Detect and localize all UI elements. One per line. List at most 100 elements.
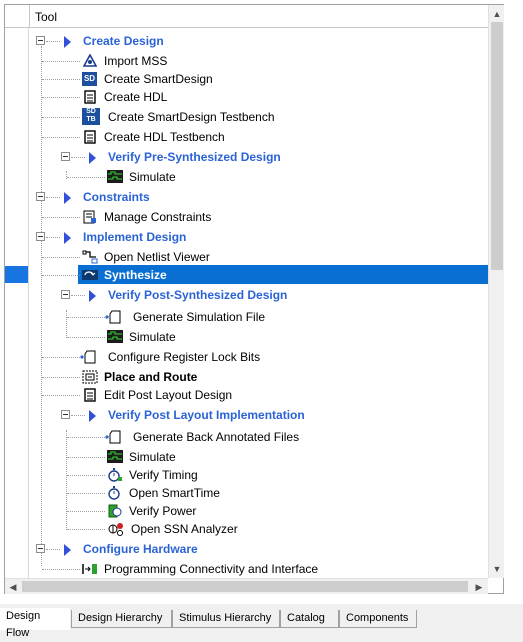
selected-row-marker bbox=[5, 266, 28, 283]
tab-components[interactable]: Components bbox=[339, 610, 417, 628]
tree-connector bbox=[67, 529, 105, 530]
column-header-tool[interactable]: Tool bbox=[35, 10, 58, 24]
vertical-scroll-thumb[interactable] bbox=[491, 22, 503, 270]
collapse-toggle-icon[interactable] bbox=[36, 192, 45, 201]
scroll-down-icon[interactable]: ▼ bbox=[492, 564, 502, 574]
node-label: Implement Design bbox=[83, 230, 187, 244]
node-label: Verify Power bbox=[129, 504, 197, 518]
node-label: Create SmartDesign bbox=[104, 72, 213, 86]
tab-design-flow[interactable]: Design Flow bbox=[0, 608, 70, 639]
expand-arrow-icon bbox=[89, 290, 96, 302]
document-icon bbox=[82, 130, 98, 144]
tree-connector bbox=[67, 437, 105, 438]
synthesize-icon bbox=[82, 268, 98, 282]
collapse-toggle-icon[interactable] bbox=[36, 36, 45, 45]
tree-connector bbox=[42, 275, 80, 276]
expand-arrow-icon bbox=[89, 152, 96, 164]
design-flow-tree[interactable]: Create Design Import MSS SD Create Smart… bbox=[30, 28, 488, 578]
new-file-icon bbox=[80, 350, 96, 364]
import-mss-icon bbox=[82, 53, 98, 68]
tree-connector bbox=[42, 117, 80, 118]
waveform-icon bbox=[107, 330, 123, 344]
tree-connector bbox=[67, 493, 105, 494]
node-label: Verify Timing bbox=[129, 468, 198, 482]
collapse-toggle-icon[interactable] bbox=[61, 290, 70, 299]
tree-connector bbox=[71, 295, 85, 296]
collapse-toggle-icon[interactable] bbox=[36, 232, 45, 241]
collapse-toggle-icon[interactable] bbox=[36, 544, 45, 553]
node-label: Create SmartDesign Testbench bbox=[108, 110, 275, 124]
node-label: Verify Post-Synthesized Design bbox=[108, 288, 288, 302]
new-file-icon bbox=[105, 430, 121, 444]
stopwatch-icon bbox=[107, 486, 123, 500]
expand-arrow-icon bbox=[64, 192, 71, 204]
node-label: Simulate bbox=[129, 450, 176, 464]
node-label: Generate Back Annotated Files bbox=[133, 430, 300, 444]
programming-connectivity-icon bbox=[82, 562, 98, 576]
node-label: Simulate bbox=[129, 170, 176, 184]
document-icon bbox=[82, 90, 98, 104]
netlist-viewer-icon bbox=[82, 250, 98, 264]
horizontal-scroll-thumb[interactable] bbox=[22, 581, 468, 592]
bottom-tab-bar: Design Flow Design Hierarchy Stimulus Hi… bbox=[0, 604, 523, 639]
node-label: Programming Connectivity and Interface bbox=[104, 562, 319, 576]
horizontal-scrollbar[interactable]: ◀ ▶ bbox=[5, 578, 488, 594]
waveform-icon bbox=[107, 450, 123, 464]
tree-connector bbox=[71, 157, 85, 158]
tree-connector bbox=[42, 257, 80, 258]
tree-connector bbox=[42, 569, 80, 570]
node-label: Open SSN Analyzer bbox=[131, 522, 238, 536]
tree-connector bbox=[42, 79, 80, 80]
tree-connector bbox=[42, 97, 80, 98]
tree-connector bbox=[46, 197, 60, 198]
node-label: Create HDL bbox=[104, 90, 168, 104]
node-label: Constraints bbox=[83, 190, 150, 204]
tree-connector bbox=[42, 217, 80, 218]
tree-connector bbox=[67, 457, 105, 458]
tree-connector bbox=[42, 357, 80, 358]
tab-catalog[interactable]: Catalog bbox=[280, 610, 339, 628]
node-label: Generate Simulation File bbox=[133, 310, 266, 324]
node-label: Place and Route bbox=[104, 370, 198, 384]
node-label: Synthesize bbox=[104, 268, 167, 282]
tree-connector bbox=[42, 61, 80, 62]
design-flow-tree-lower[interactable]: Synthesize Verify Post-Synthesized Desig… bbox=[30, 28, 488, 578]
expand-arrow-icon bbox=[64, 232, 71, 244]
tree-guide-line bbox=[66, 430, 67, 530]
ssn-analyzer-icon bbox=[107, 522, 123, 536]
node-label: Manage Constraints bbox=[104, 210, 212, 224]
expand-arrow-icon bbox=[89, 410, 96, 422]
tree-connector bbox=[42, 395, 80, 396]
node-label: Import MSS bbox=[104, 54, 168, 68]
collapse-toggle-icon[interactable] bbox=[61, 152, 70, 161]
tree-header: Tool bbox=[5, 5, 488, 28]
node-label: Simulate bbox=[129, 330, 176, 344]
node-label: Create HDL Testbench bbox=[104, 130, 225, 144]
node-label: Create Design bbox=[83, 34, 164, 48]
node-label: Configure Hardware bbox=[83, 542, 198, 556]
waveform-icon bbox=[107, 170, 123, 184]
tab-design-hierarchy[interactable]: Design Hierarchy bbox=[71, 610, 172, 628]
node-label: Edit Post Layout Design bbox=[104, 388, 233, 402]
sd-tb-icon-text: SD bbox=[86, 108, 96, 115]
constraints-icon bbox=[82, 210, 98, 224]
stopwatch-icon bbox=[107, 468, 123, 482]
tab-stimulus-hierarchy[interactable]: Stimulus Hierarchy bbox=[172, 610, 280, 628]
collapse-toggle-icon[interactable] bbox=[61, 410, 70, 419]
tree-guide-line bbox=[66, 310, 67, 338]
scroll-up-icon[interactable]: ▲ bbox=[492, 9, 502, 19]
scroll-left-icon[interactable]: ◀ bbox=[9, 582, 17, 592]
tree-connector bbox=[46, 549, 60, 550]
tree-connector bbox=[42, 137, 80, 138]
place-and-route-icon bbox=[82, 370, 98, 384]
node-label: Verify Post Layout Implementation bbox=[108, 408, 305, 422]
document-icon bbox=[82, 388, 98, 402]
node-label: Open Netlist Viewer bbox=[104, 250, 210, 264]
vertical-scrollbar[interactable]: ▲ ▼ bbox=[488, 5, 504, 578]
row-gutter bbox=[5, 28, 29, 578]
expand-arrow-icon bbox=[64, 544, 71, 556]
tree-connector bbox=[67, 475, 105, 476]
scroll-right-icon[interactable]: ▶ bbox=[475, 582, 483, 592]
tree-connector bbox=[42, 377, 80, 378]
